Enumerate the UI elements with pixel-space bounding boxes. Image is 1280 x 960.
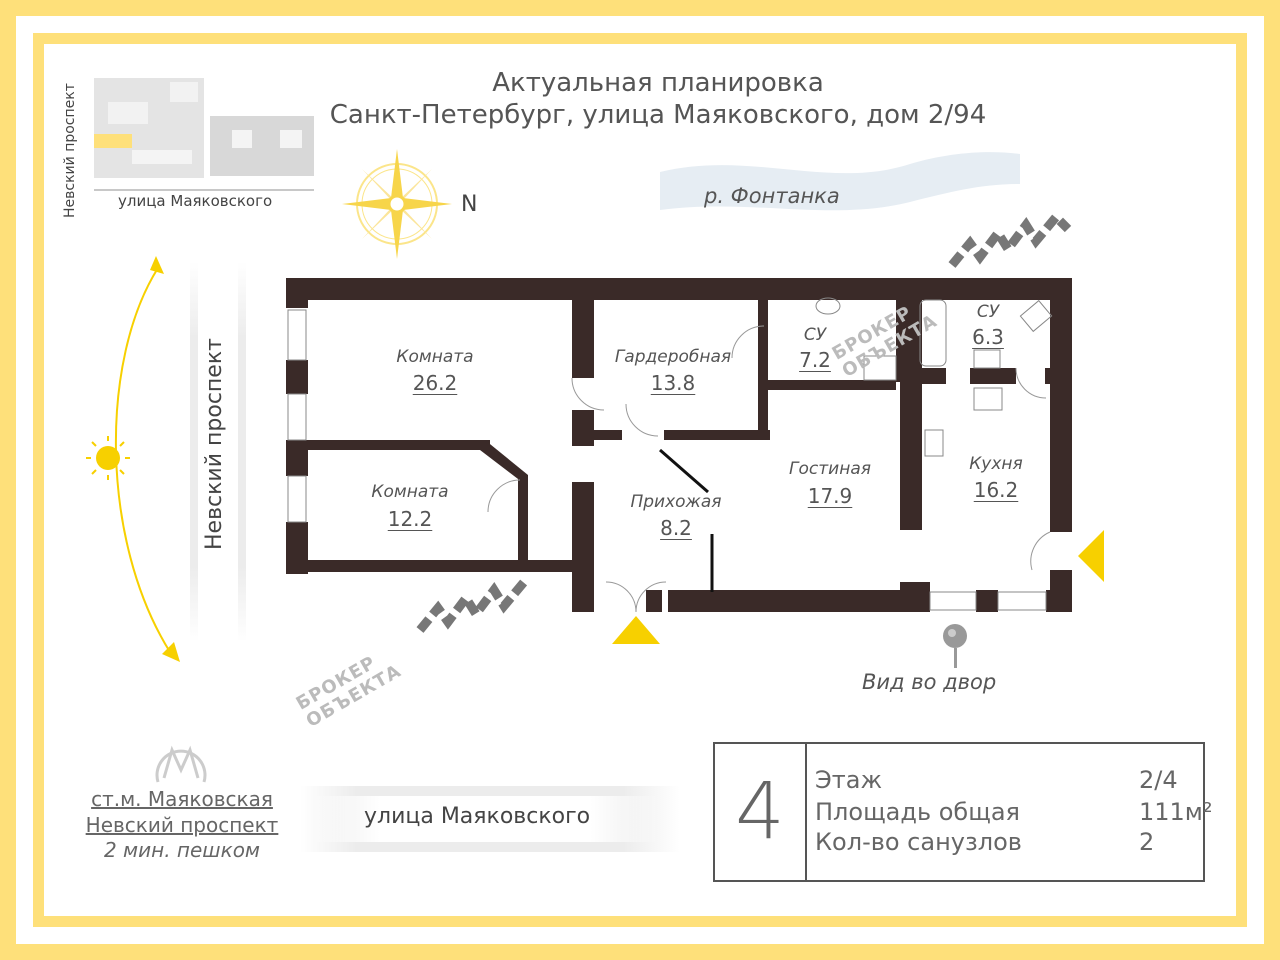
title-line-2: Санкт-Петербург, улица Маяковского, дом …: [329, 100, 987, 130]
room-name-1: Комната: [396, 347, 474, 367]
room-name-2: Комната: [371, 482, 449, 502]
info-label-bathrooms: Кол-во санузлов: [815, 828, 1022, 856]
metro-logo-icon: [155, 745, 207, 783]
metro-line-3: 2 мин. пешком: [103, 838, 261, 862]
info-box: 4 Этаж 2/4 Площадь общая 111м² Кол-во са…: [713, 742, 1213, 882]
info-label-floor: Этаж: [815, 766, 883, 794]
building-highlight: [94, 134, 132, 148]
info-value-area: 111м²: [1139, 798, 1213, 826]
kitchen-entrance-marker-icon: [1078, 530, 1104, 582]
walls: [286, 278, 1072, 612]
inner-frame: [33, 33, 1247, 927]
north-label: N: [461, 192, 478, 217]
room-area-3: 13.8: [650, 371, 696, 395]
room-name-8: Кухня: [969, 454, 1023, 474]
river-label: р. Фонтанка: [704, 184, 840, 208]
room-name-6: Прихожая: [630, 492, 722, 512]
room-area-2: 12.2: [387, 507, 433, 531]
room-name-3: Гардеробная: [614, 347, 732, 367]
location-map-inset: [94, 78, 314, 191]
entrance-marker-icon: [612, 616, 660, 644]
rooms-count: 4: [715, 744, 807, 880]
street-left-label: Невский проспект: [202, 338, 227, 550]
room-name-4: СУ: [803, 325, 827, 345]
bottom-street-road: [310, 796, 660, 842]
title-line-1: Актуальная планировка: [492, 68, 824, 98]
room-area-6: 8.2: [660, 516, 692, 540]
watermark-logo-icon: [948, 210, 1072, 268]
street-bottom-label: улица Маяковского: [364, 804, 591, 829]
watermark-logo-icon-2: [416, 579, 528, 633]
left-street-road: [198, 262, 238, 642]
metro-line-1: ст.м. Маяковская: [91, 787, 273, 811]
room-name-5: СУ: [976, 302, 1000, 322]
bathroom-fixtures: [815, 297, 1053, 457]
info-value-floor: 2/4: [1139, 766, 1178, 794]
sun-icon: [86, 436, 130, 480]
view-pin-icon: [943, 624, 967, 668]
windows: [287, 309, 1047, 611]
doors: [487, 325, 1051, 613]
room-area-4: 7.2: [799, 348, 831, 372]
river-shape: [660, 152, 1020, 211]
view-label: Вид во двор: [862, 670, 997, 694]
metro-line-2: Невский проспект: [85, 813, 279, 837]
info-label-area: Площадь общая: [815, 798, 1020, 826]
room-name-7: Гостиная: [789, 459, 871, 479]
room-area-5: 6.3: [972, 325, 1004, 349]
partition-lines: [659, 448, 714, 592]
map-bottom-label: улица Маяковского: [118, 192, 273, 210]
info-value-bathrooms: 2: [1139, 828, 1155, 856]
compass-rose-icon: [342, 149, 452, 259]
room-area-7: 17.9: [807, 484, 853, 508]
map-vertical-label: Невский проспект: [62, 83, 78, 218]
room-area-8: 16.2: [973, 478, 1019, 502]
room-area-1: 26.2: [412, 371, 458, 395]
sun-path: [86, 256, 180, 662]
floor-plan: [286, 278, 1072, 613]
